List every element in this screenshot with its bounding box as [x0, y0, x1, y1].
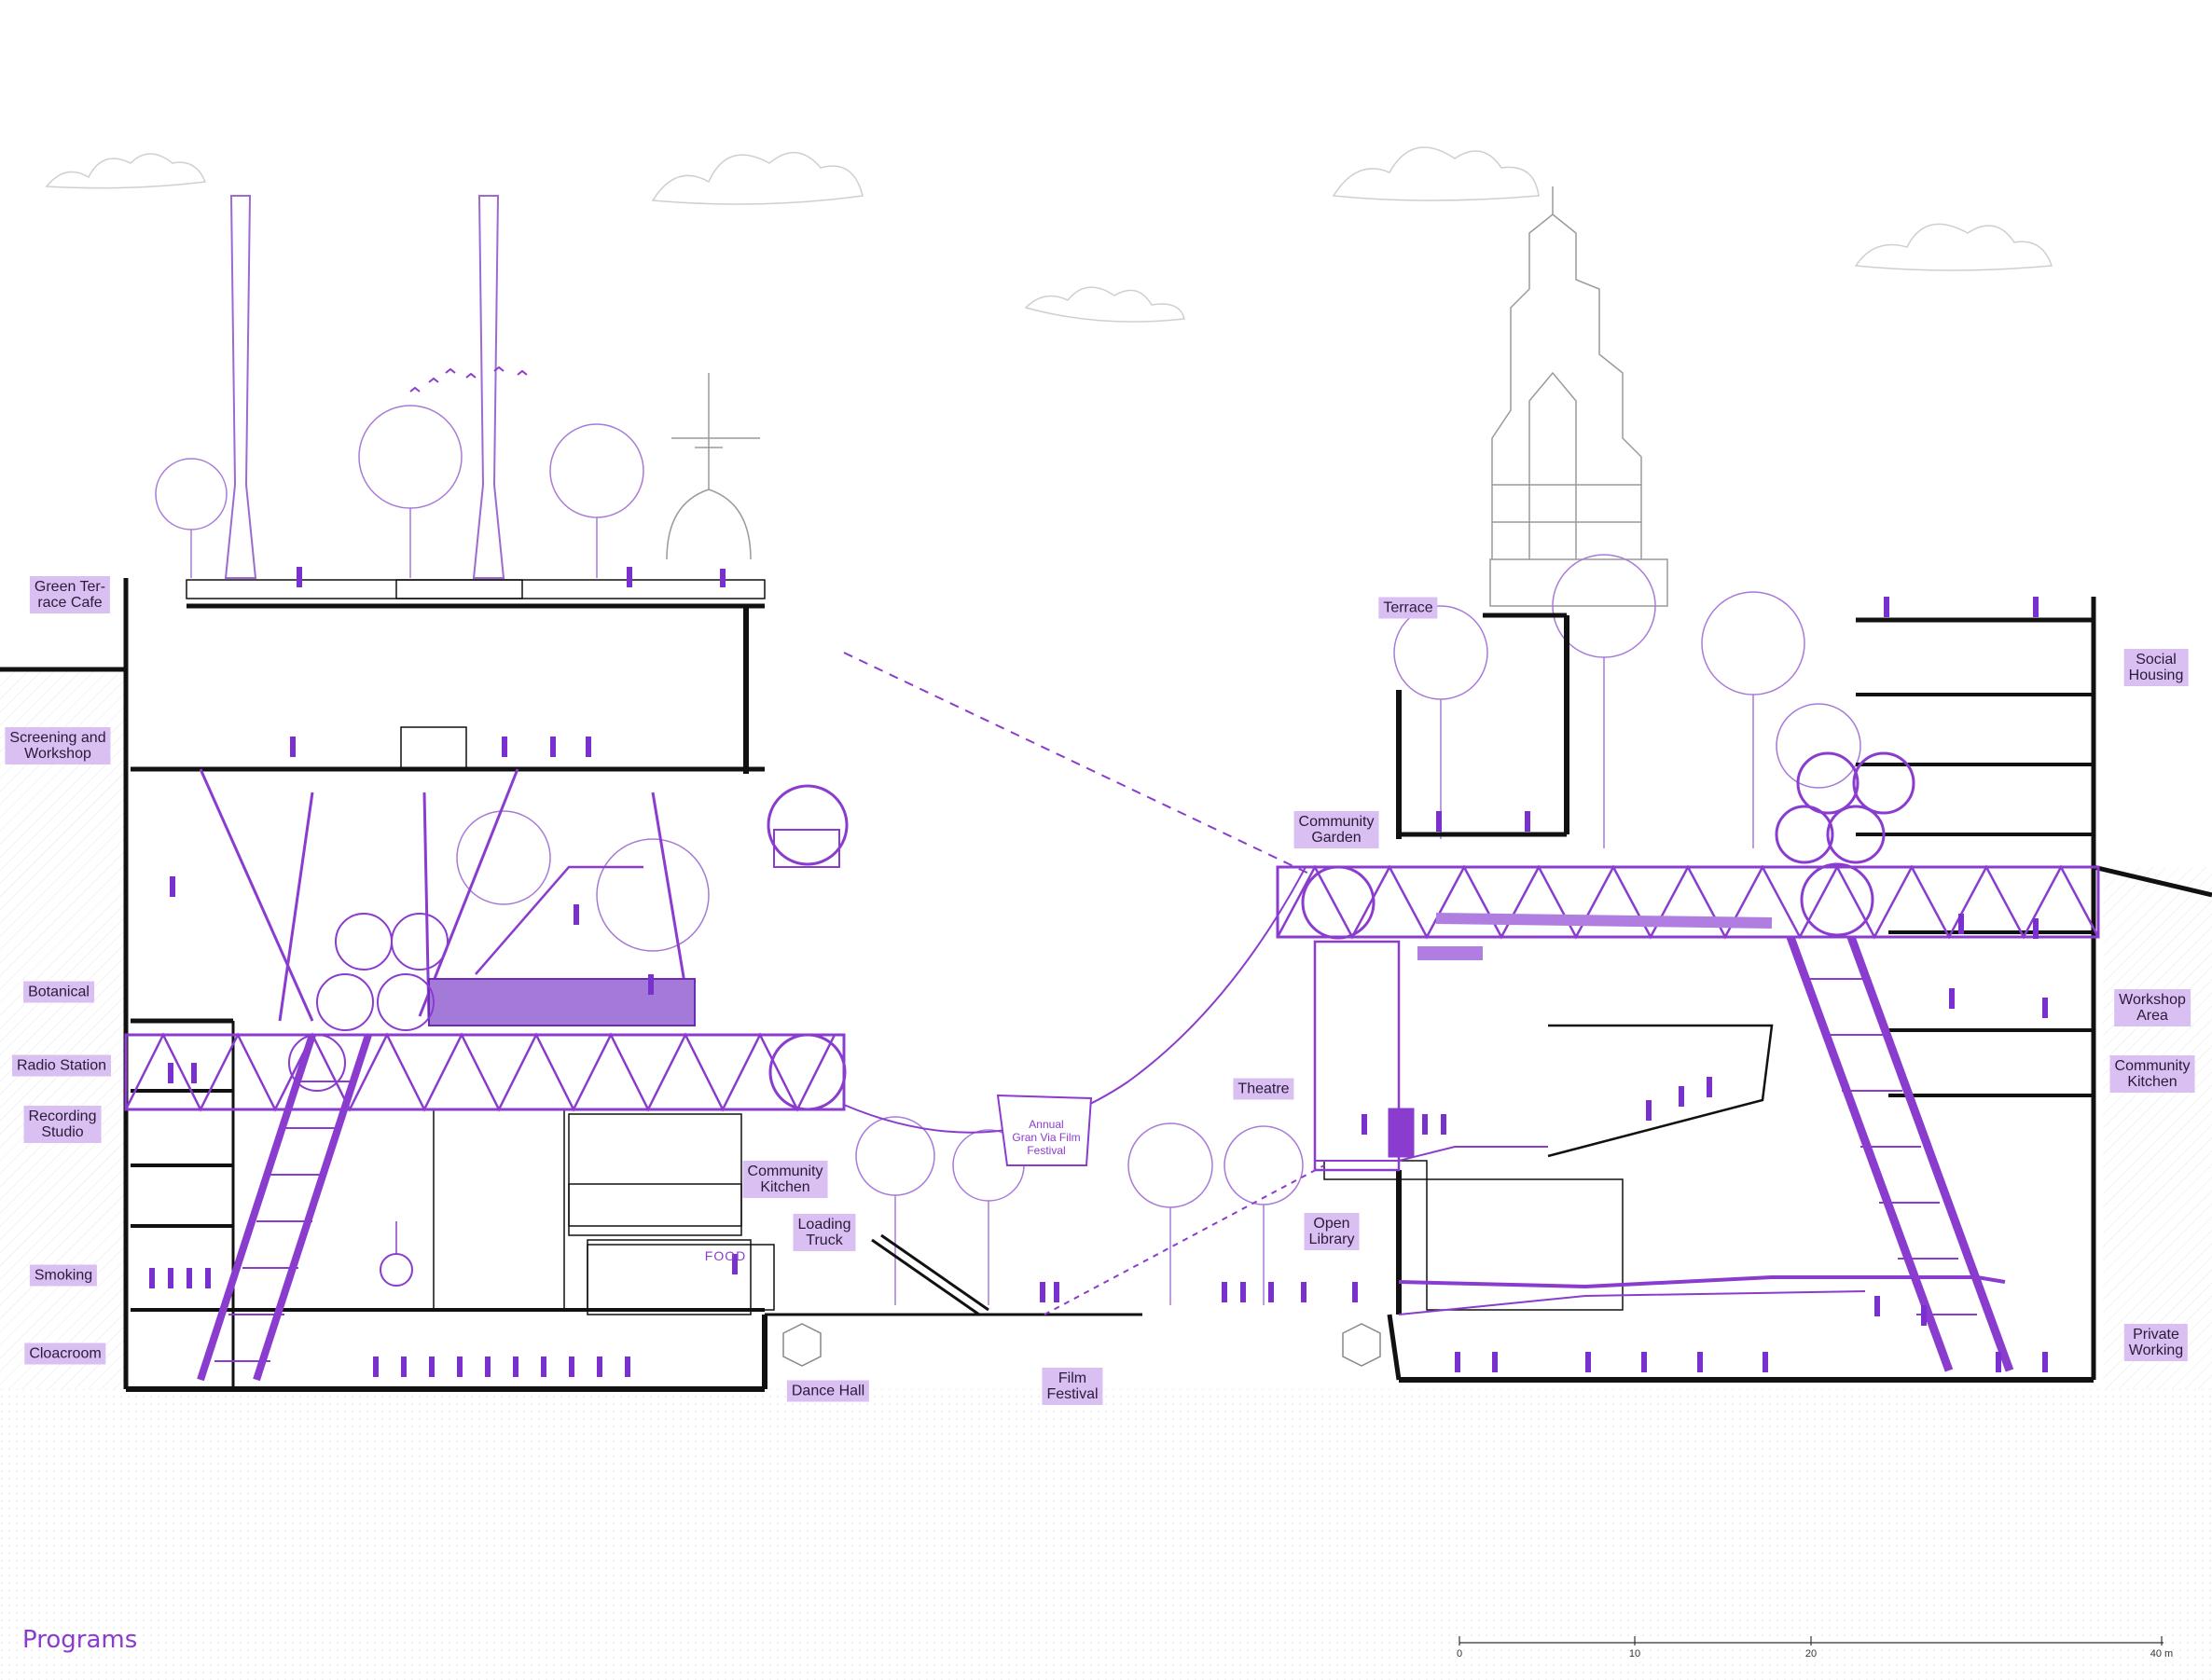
birds	[409, 365, 528, 392]
tunnel-left	[782, 1323, 822, 1367]
tunnel-right	[1342, 1323, 1381, 1367]
scale-bar	[1459, 1636, 2164, 1646]
food-truck	[587, 1244, 775, 1311]
label-loading-truck: Loading Truck	[793, 1214, 856, 1251]
scale-tick-20: 20	[1804, 1648, 1818, 1659]
right-building	[1323, 597, 2212, 1383]
label-community-kitchen-left: Community Kitchen	[742, 1161, 828, 1198]
label-botanical: Botanical	[23, 981, 94, 1003]
ground-texture	[0, 1389, 2212, 1680]
festival-lines	[843, 652, 1325, 1315]
trees	[155, 405, 1861, 1305]
left-building	[0, 578, 1142, 1392]
right-earth	[2103, 867, 2212, 1389]
label-open-library: Open Library	[1304, 1213, 1360, 1250]
label-radio-station: Radio Station	[11, 1054, 112, 1077]
festival-banner-text: Annual Gran Via Film Festival	[1012, 1118, 1081, 1157]
label-social-housing: Social Housing	[2123, 649, 2189, 686]
chimneys	[224, 195, 505, 579]
label-theatre: Theatre	[1233, 1078, 1294, 1100]
label-private-working: Private Working	[2123, 1324, 2189, 1361]
label-screening-and-workshop: Screening and Workshop	[5, 727, 111, 764]
label-cloacroom: Cloacroom	[24, 1343, 106, 1365]
disco-ball	[380, 1253, 413, 1287]
label-community-kitchen-right: Community Kitchen	[2109, 1055, 2195, 1093]
label-dance-hall: Dance Hall	[786, 1380, 870, 1402]
outdoor-stair	[871, 1233, 989, 1316]
people-figures	[149, 567, 2048, 1377]
label-recording-studio: Recording Studio	[23, 1106, 102, 1143]
scale-tick-40: 40 m	[2150, 1648, 2174, 1659]
dome-outline	[666, 373, 760, 560]
page-title: Programs	[22, 1626, 138, 1654]
label-workshop-area: Workshop Area	[2114, 989, 2191, 1026]
clouds	[45, 146, 2053, 323]
scale-tick-10: 10	[1628, 1648, 1641, 1659]
left-circles	[316, 913, 449, 1031]
church-outline	[1489, 186, 1668, 607]
scale-tick-0: 0	[1456, 1648, 1463, 1659]
food-sign: FOOD	[704, 1248, 747, 1263]
label-community-garden: Community Garden	[1293, 811, 1379, 848]
label-terrace: Terrace	[1378, 597, 1438, 619]
label-film-festival: Film Festival	[1042, 1368, 1103, 1405]
label-green-terrace-cafe: Green Ter- race Cafe	[29, 576, 111, 613]
left-purple-structure	[124, 768, 849, 1382]
label-smoking: Smoking	[29, 1264, 98, 1287]
